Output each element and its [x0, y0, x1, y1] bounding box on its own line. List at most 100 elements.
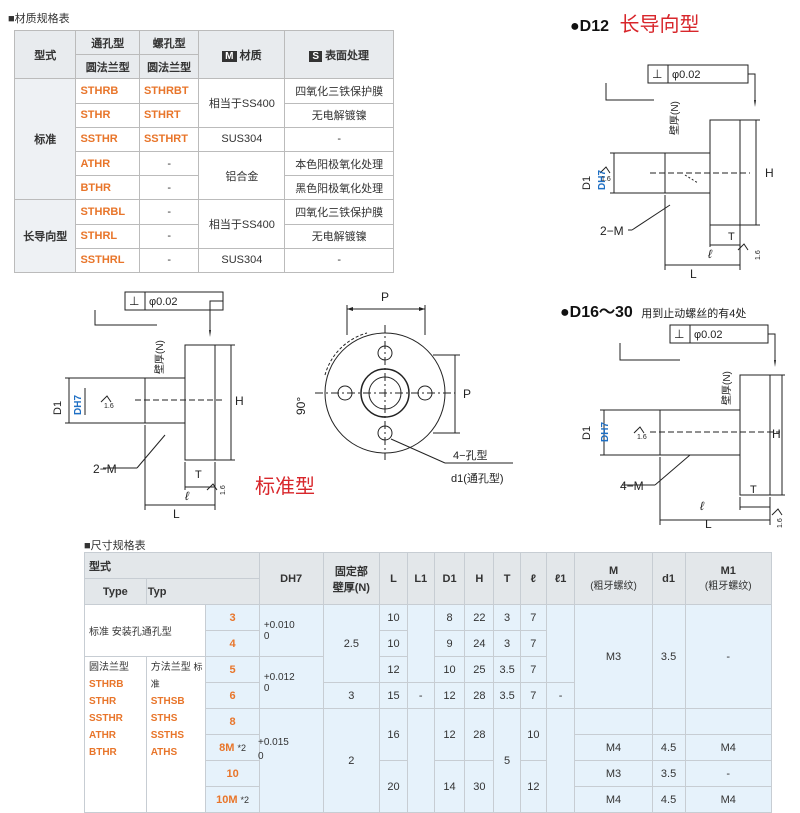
- M1-value: -: [684, 604, 772, 709]
- d12-dh7-label: DH7: [597, 170, 608, 190]
- std-p-top-label: P: [381, 290, 389, 304]
- mat-through: SSTHR: [75, 126, 140, 152]
- mat-surface: -: [284, 126, 394, 152]
- size-header-M1: M1(粗牙螺纹): [684, 552, 772, 605]
- M-value: M3: [574, 760, 653, 787]
- size-header-type: 型式: [84, 552, 260, 579]
- std-t-label: T: [195, 469, 202, 481]
- d-value: 8: [205, 708, 260, 735]
- mat-through: ATHR: [75, 150, 140, 177]
- T-value: 3: [493, 604, 521, 631]
- d-value: 3: [205, 604, 260, 631]
- d16-tol-text: φ0.02: [694, 329, 723, 341]
- svg-text:1.6: 1.6: [601, 176, 611, 183]
- d16-drawing: ⊥ φ0.02 壁厚(N) D1 DH7 1.6 H 4−M T ℓ L 1.6: [581, 324, 785, 530]
- D1-value: 14: [433, 760, 466, 813]
- m-badge: M: [222, 50, 237, 62]
- size-header-l: ℓ: [519, 552, 547, 605]
- square-item: STHS: [150, 713, 178, 724]
- d1-value: 4.5: [651, 734, 686, 761]
- mat-screw: STHRBT: [138, 78, 200, 104]
- std-l-label: ℓ: [185, 489, 190, 503]
- std-flange: [184, 344, 216, 461]
- M-value: M3: [574, 604, 653, 709]
- L1-value: -: [406, 682, 435, 709]
- d16-dh7-label: DH7: [600, 422, 611, 442]
- d-value: 5: [205, 656, 260, 683]
- d16-roughness-symbol: [771, 508, 783, 516]
- d-value: 4: [205, 630, 260, 657]
- svg-text:1.6: 1.6: [777, 518, 784, 528]
- d12-h-label: H: [765, 166, 774, 180]
- mat-screw: -: [138, 199, 200, 225]
- H-value: 28: [464, 708, 495, 761]
- D1-value: 12: [433, 682, 466, 709]
- round-item: STHRB: [89, 679, 124, 690]
- d12-d1-label: D1: [581, 176, 593, 190]
- L-value: 12: [379, 656, 408, 683]
- mat-screw: SSTHRT: [138, 126, 200, 152]
- d12-title: ●D12 长导向型: [570, 14, 700, 36]
- L-value: 10: [379, 604, 408, 631]
- d12-hole-label: 2−M: [600, 224, 624, 238]
- T-value: 5: [493, 708, 521, 813]
- std-roughness-symbol: [206, 483, 218, 491]
- wall-value: 2: [322, 708, 381, 813]
- L-value: 16: [379, 708, 408, 761]
- svg-text:1.6: 1.6: [755, 250, 762, 260]
- s-badge: S: [309, 50, 322, 62]
- mat-through: STHRL: [75, 223, 140, 249]
- size-left-square: 方法兰型 标准 STHSB STHS SSTHS ATHS: [145, 656, 207, 813]
- d12-roughness-symbol: [737, 243, 749, 251]
- mat-header-round2: 圆法兰型: [138, 54, 200, 80]
- mat-through: STHRBL: [75, 199, 140, 225]
- size-header-dh7: DH7: [258, 552, 324, 605]
- square-item: STHSB: [150, 696, 185, 707]
- mat-screw: -: [138, 150, 200, 177]
- l-value: 7: [519, 656, 547, 683]
- d12-tol-text: φ0.02: [672, 69, 701, 81]
- d-value: 6: [205, 682, 260, 709]
- size-header-l1: ℓ1: [545, 552, 576, 605]
- d12-l-label: ℓ: [708, 247, 713, 261]
- d12-drawing: ⊥ φ0.02 壁厚(N) D1 DH7 1.6 H 2−M T ℓ L 1.6: [581, 64, 774, 280]
- L-value: 20: [379, 760, 408, 813]
- std-tol-text: φ0.02: [149, 296, 178, 308]
- svg-text:1.6: 1.6: [220, 485, 227, 495]
- mat-surface: 无电解镀镍: [284, 223, 394, 249]
- std-p-right-label: P: [463, 387, 471, 401]
- H-value: 30: [464, 760, 495, 813]
- round-item: STHR: [89, 696, 117, 707]
- H-value: 28: [464, 682, 495, 709]
- mat-surface: 四氧化三铁保护膜: [284, 78, 394, 104]
- std-hole4-label: 4−孔型: [453, 448, 488, 462]
- mat-material: 相当于SS400: [198, 199, 286, 249]
- std-dh7-label: DH7: [73, 395, 84, 415]
- l-value: 12: [519, 760, 547, 813]
- mat-material: SUS304: [198, 247, 286, 273]
- H-value: 25: [464, 656, 495, 683]
- mat-header-screw: 螺孔型: [138, 29, 200, 56]
- svg-text:1.6: 1.6: [104, 403, 114, 410]
- M1-value: -: [684, 760, 772, 787]
- d16-flange: [739, 374, 771, 496]
- size-header-type-en2: Typ: [145, 578, 260, 605]
- d-value: 10: [205, 760, 260, 787]
- size-header-H: H: [464, 552, 495, 605]
- round-item: ATHR: [89, 730, 117, 741]
- size-header-d1: d1: [651, 552, 686, 605]
- d16-wall-label: 壁厚(N): [720, 371, 733, 405]
- d16-h-label: H: [772, 427, 781, 441]
- l-value: 7: [519, 630, 547, 657]
- mat-material: 相当于SS400: [198, 78, 286, 128]
- T-value: 3: [493, 630, 521, 657]
- mat-surface: -: [284, 247, 394, 273]
- square-item: SSTHS: [150, 730, 185, 741]
- d12-wall-label: 壁厚(N): [668, 101, 681, 135]
- mat-screw: -: [138, 175, 200, 201]
- std-angle-label: 90°: [294, 397, 308, 415]
- d-value-star: 8M *2: [205, 734, 260, 761]
- d16-hole-label: 4−M: [620, 479, 644, 493]
